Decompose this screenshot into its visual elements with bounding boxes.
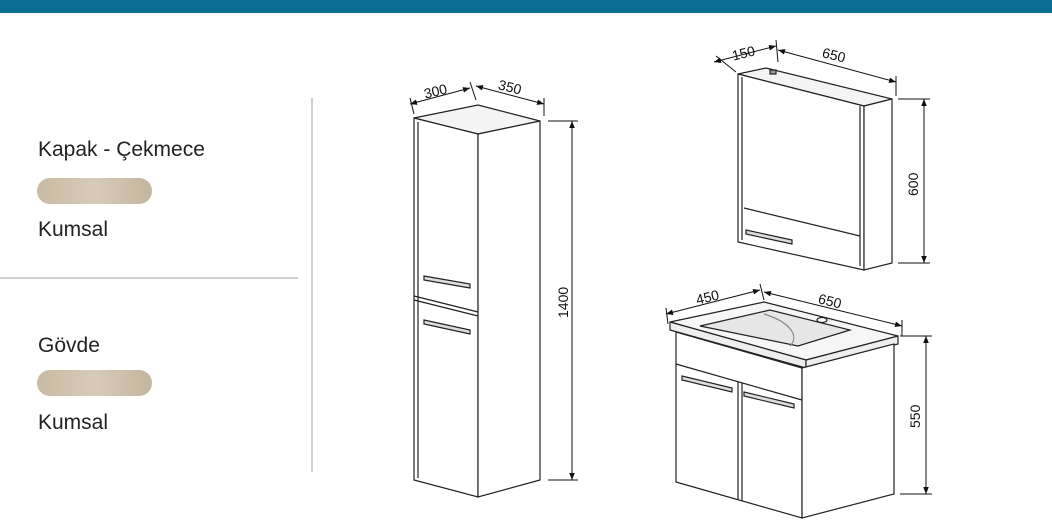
- mirror-cabinet-drawing: [737, 67, 893, 271]
- mirror-cabinet-depth-label: 150: [730, 42, 757, 63]
- body-finish-label: Kumsal: [38, 411, 109, 434]
- body-color-swatch[interactable]: [37, 370, 152, 396]
- mirror-cabinet-dimensions: [713, 39, 930, 264]
- legend-divider: [0, 277, 298, 279]
- door-drawer-color-swatch[interactable]: [37, 178, 152, 204]
- body-title: Gövde: [38, 334, 100, 357]
- mirror-cabinet-width-label: 650: [821, 44, 848, 65]
- top-header-bar: [0, 0, 1052, 13]
- panel-divider: [311, 98, 313, 472]
- vanity-unit-height-label: 550: [907, 404, 923, 428]
- door-drawer-title: Kapak - Çekmece: [38, 138, 205, 161]
- vanity-unit-dimensions: [665, 283, 932, 495]
- tall-cabinet-drawing: [413, 104, 541, 498]
- tall-cabinet-depth-label: 300: [422, 80, 449, 101]
- vanity-unit-depth-label: 450: [694, 286, 721, 307]
- vanity-unit-width-label: 650: [817, 290, 844, 311]
- mirror-cabinet-height-label: 600: [905, 172, 921, 196]
- vanity-unit-drawing: [669, 301, 899, 519]
- tall-cabinet-width-label: 350: [497, 76, 524, 97]
- door-drawer-finish-label: Kumsal: [38, 218, 109, 241]
- tall-cabinet-height-label: 1400: [555, 287, 571, 318]
- tall-cabinet-dimensions: [409, 81, 578, 481]
